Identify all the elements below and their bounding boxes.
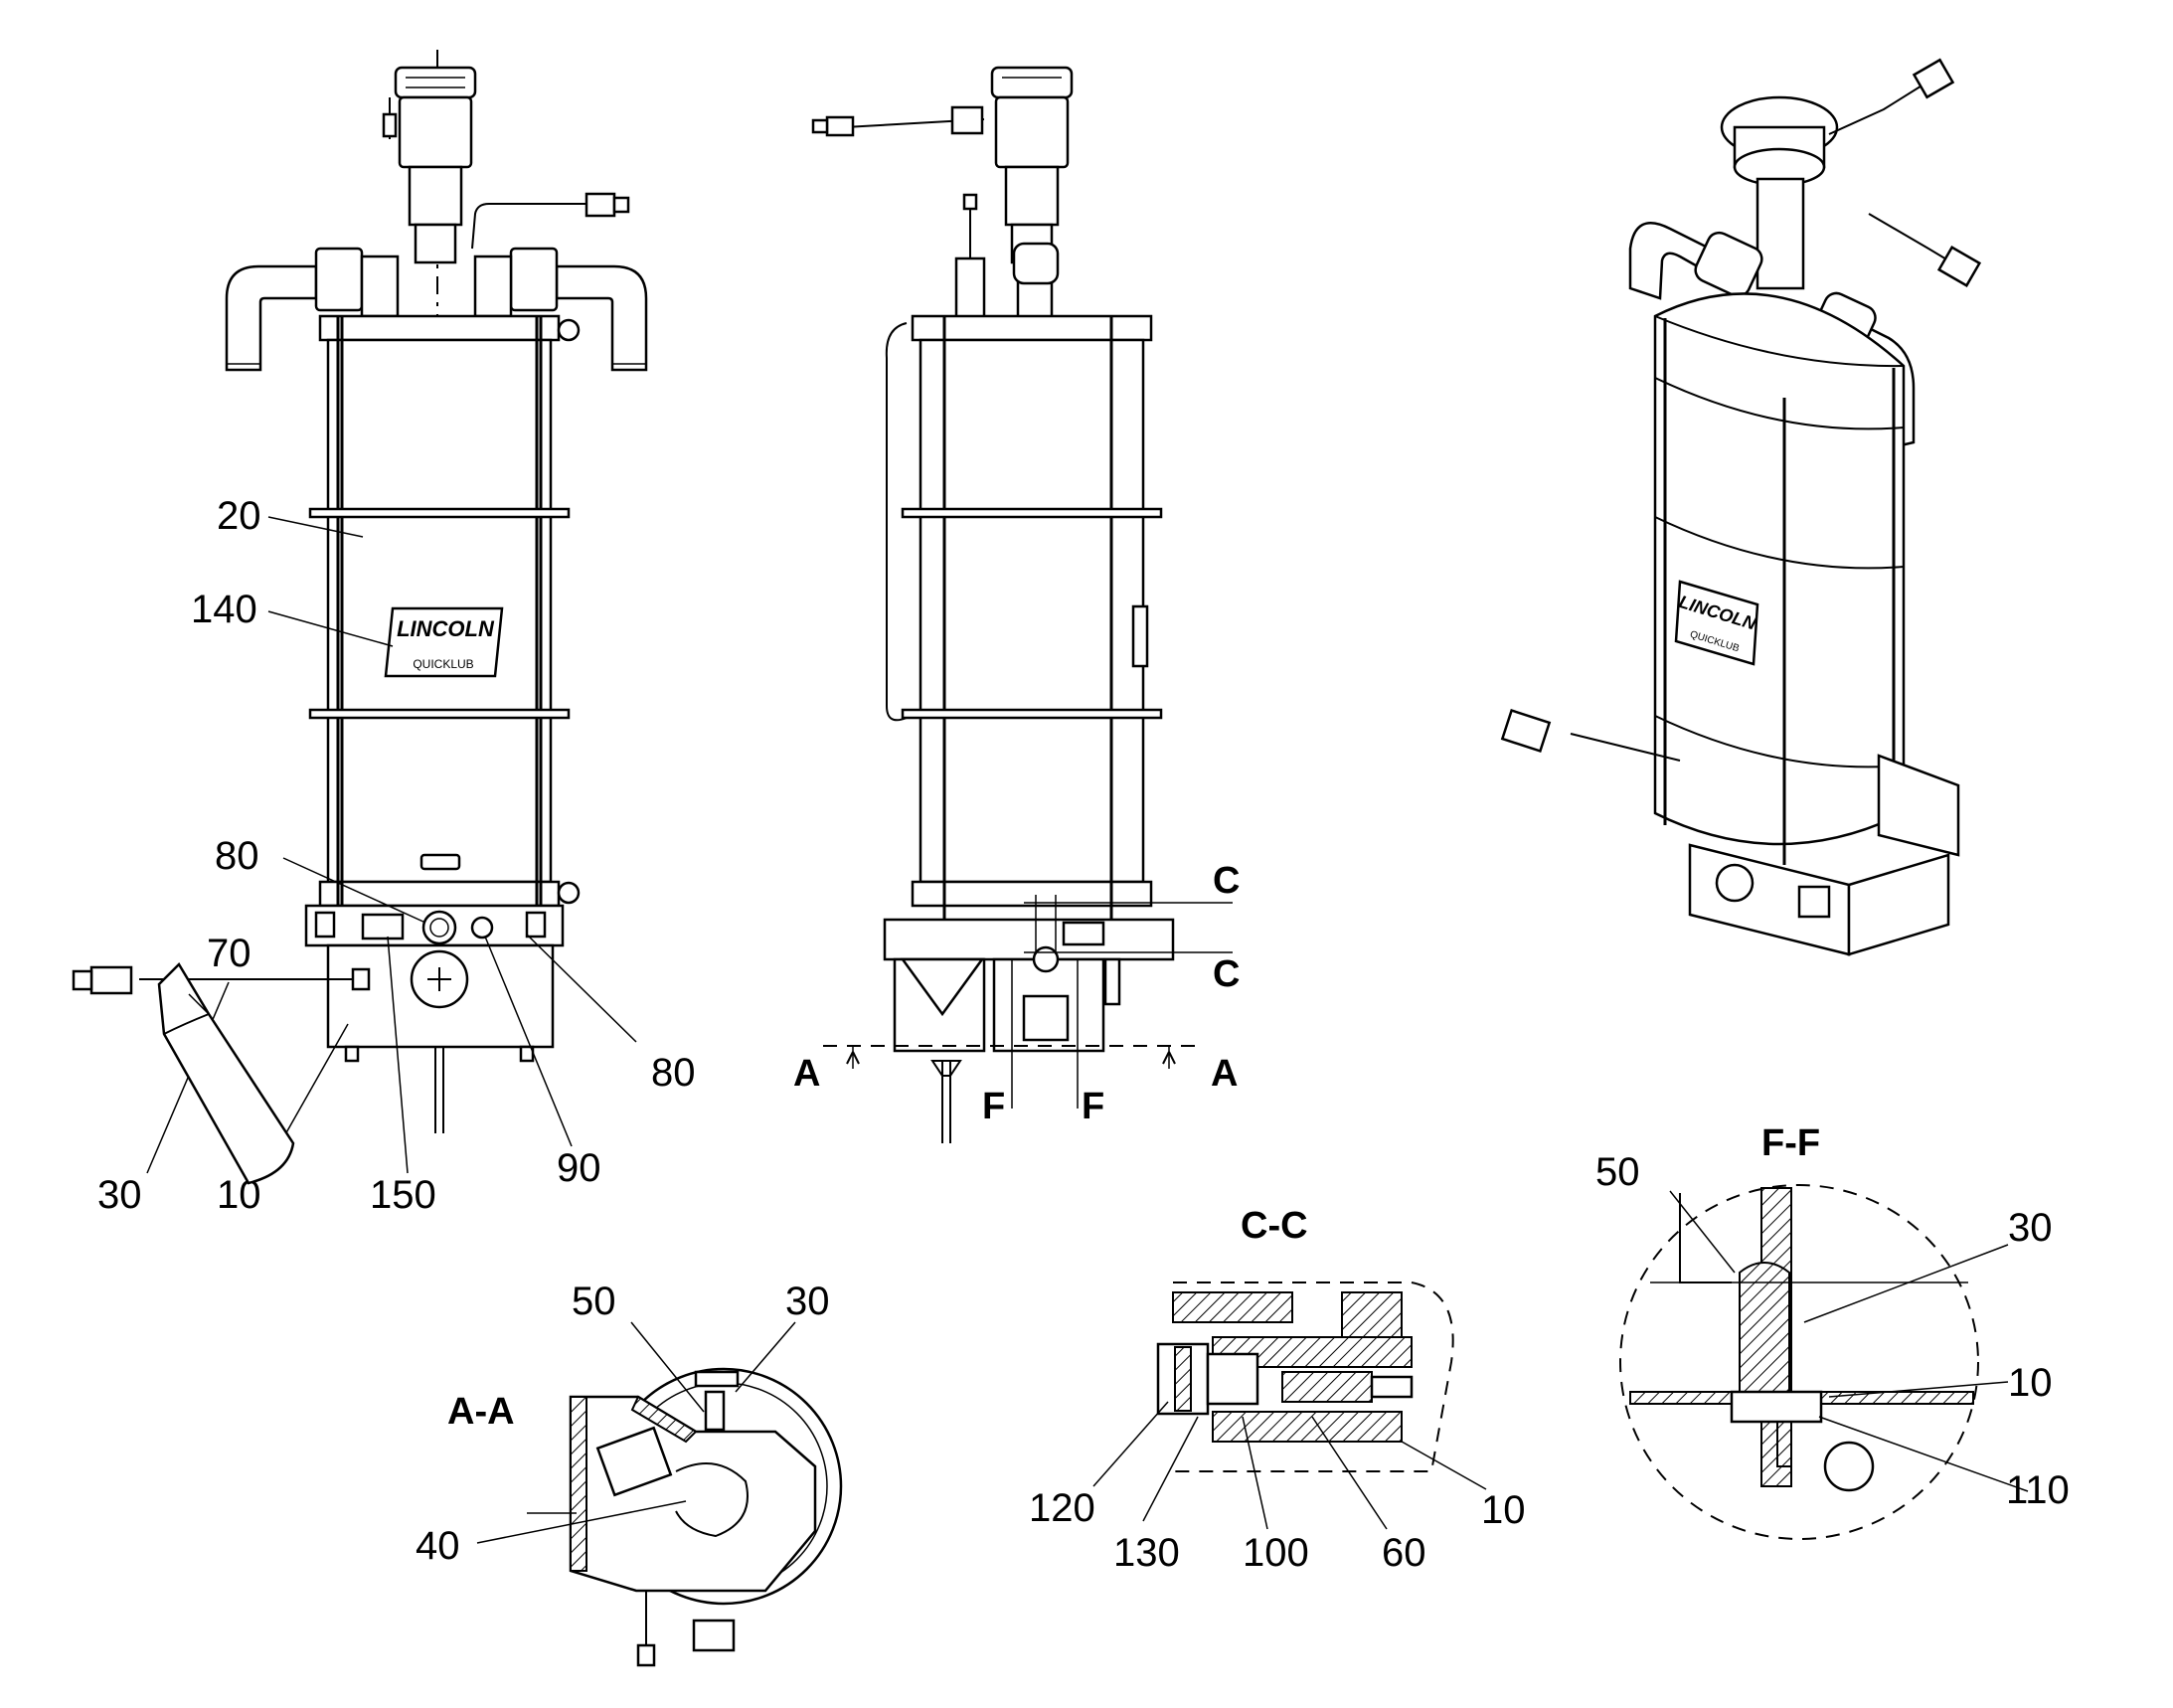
front-level-mark	[419, 853, 461, 871]
front-elbow-left	[225, 247, 400, 372]
iso-top-cable	[1828, 84, 1924, 135]
section-ff: F-F 50 30 10 110	[1595, 1122, 2070, 1540]
front-label-150	[361, 913, 405, 940]
section-cc-callout-100: 100	[1243, 1531, 1309, 1575]
grease-tube: 70	[157, 932, 295, 1185]
side-reservoir	[919, 338, 1145, 884]
isometric-view: LINCOLN QUICKLUB	[1500, 58, 1982, 956]
front-cage-band-1	[308, 507, 571, 519]
front-elbow-right	[473, 247, 648, 372]
section-mark-c-top: C	[1213, 860, 1240, 902]
iso-side-cable	[1570, 733, 1681, 762]
front-logo-sub: QUICKLUB	[413, 657, 473, 671]
section-ff-callout-50: 50	[1595, 1150, 1640, 1194]
section-aa-title: A-A	[447, 1391, 515, 1433]
section-ff-callout-30: 30	[2008, 1206, 2053, 1250]
section-cc-callout-130: 130	[1113, 1531, 1180, 1575]
front-plug-90	[470, 916, 494, 939]
front-reservoir-top-ring	[318, 314, 561, 342]
front-view: LINCOLN QUICKLUB	[72, 50, 696, 1217]
section-aa: A-A 50 30 40	[416, 1280, 843, 1667]
section-cc-callout-60: 60	[1382, 1531, 1426, 1575]
section-cc-callout-120: 120	[1029, 1486, 1095, 1530]
section-aa-callout-40: 40	[416, 1524, 460, 1568]
side-cable-loop	[885, 322, 908, 722]
callout-90: 90	[557, 1146, 601, 1190]
callout-80-top: 80	[215, 834, 259, 878]
section-mark-f-right: F	[1082, 1086, 1104, 1127]
section-ff-callout-10: 10	[2008, 1361, 2053, 1405]
section-mark-f-left: F	[982, 1086, 1005, 1127]
section-ff-callout-110: 110	[2006, 1468, 2070, 1512]
front-lincoln-logo: LINCOLN QUICKLUB	[384, 606, 504, 678]
section-aa-callout-50: 50	[572, 1280, 616, 1323]
section-mark-a-right: A	[1211, 1053, 1238, 1095]
section-cc-callout-10: 10	[1481, 1488, 1526, 1532]
front-fitting-80	[421, 910, 457, 945]
callout-70: 70	[207, 932, 251, 975]
callout-80-right: 80	[651, 1051, 696, 1095]
callout-30: 30	[97, 1173, 142, 1217]
callout-150: 150	[370, 1173, 436, 1217]
front-sensor-connector	[89, 965, 133, 995]
callout-20: 20	[217, 494, 261, 538]
callout-140: 140	[191, 588, 257, 631]
front-top-connector	[585, 192, 616, 218]
section-aa-callout-30: 30	[785, 1280, 830, 1323]
front-cage-band-2	[308, 708, 571, 720]
section-cc-title: C-C	[1241, 1205, 1308, 1247]
front-cap	[382, 66, 477, 264]
section-mark-a-left: A	[793, 1053, 820, 1095]
section-ff-title: F-F	[1761, 1122, 1820, 1164]
front-top-cable	[471, 203, 586, 250]
section-mark-c-bottom: C	[1213, 953, 1240, 995]
side-view: C C A A F F	[793, 66, 1240, 1143]
section-cc: C-C 120 130 100 60 10	[1029, 1205, 1526, 1575]
front-reservoir-bottom-ring	[318, 880, 561, 908]
front-logo-text: LINCOLN	[397, 616, 495, 641]
iso-reservoir	[1653, 292, 1906, 846]
